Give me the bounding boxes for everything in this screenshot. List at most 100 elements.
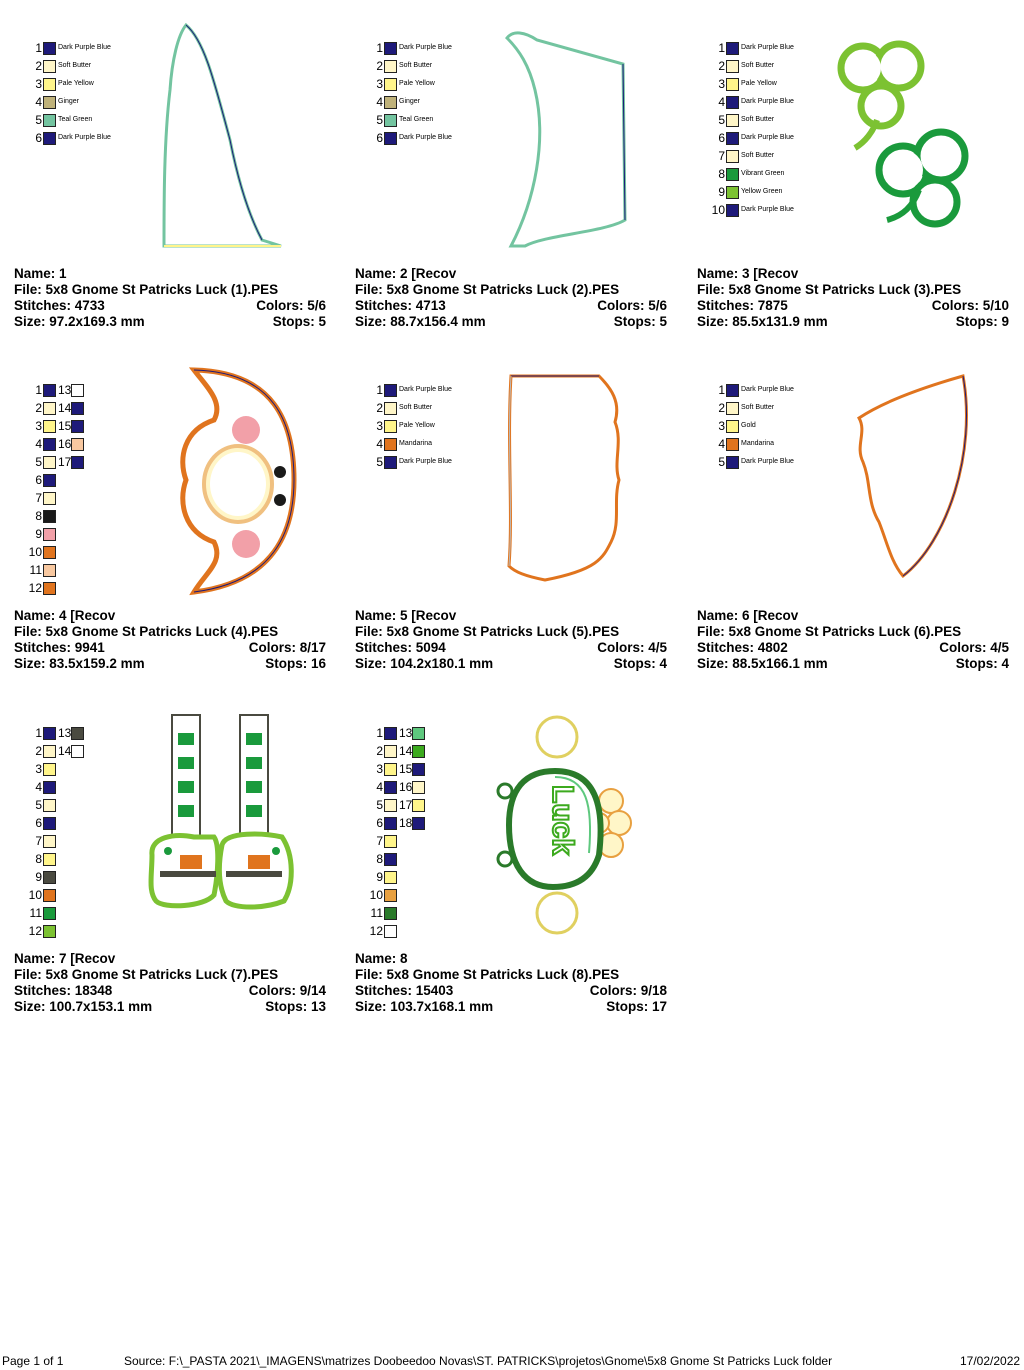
legend-number: 15 [399,762,413,776]
legend-number: 9 [376,870,383,884]
legend-number: 3 [376,762,383,776]
legend-color-name: Dark Purple Blue [399,134,452,141]
design-size: Size: 97.2x169.3 mm [14,314,145,329]
legend-color-name: Dark Purple Blue [58,44,111,51]
design-stitches: Stitches: 15403 [355,983,454,998]
legend-number: 1 [718,383,725,397]
design-preview-5 [507,374,621,582]
legend-number: 18 [399,816,413,830]
legend-number: 4 [35,95,42,109]
design-preview-7 [148,714,294,910]
legend-number: 7 [35,491,42,505]
legend-number: 5 [376,455,383,469]
design-preview-6 [857,374,968,579]
legend-color-name: Soft Butter [741,116,775,123]
color-swatch [71,745,84,758]
legend-number: 11 [29,906,42,920]
design-stops: Stops: 4 [955,656,1009,671]
legend-number: 5 [718,113,725,127]
color-swatch [384,799,397,812]
footer-source: Source: F:\_PASTA 2021\_IMAGENS\matrizes… [124,1354,833,1368]
legend-number: 3 [376,419,383,433]
design-file: File: 5x8 Gnome St Patricks Luck (2).PES [355,282,620,297]
legend-number: 4 [376,437,383,451]
legend-number: 2 [35,401,42,415]
legend-number: 1 [376,726,383,740]
design-preview-1 [162,22,282,248]
color-swatch [384,438,397,451]
color-swatch [384,402,397,415]
color-swatch [726,168,739,181]
color-swatch [384,889,397,902]
legend-color-name: Ginger [58,98,80,105]
design-file: File: 5x8 Gnome St Patricks Luck (5).PES [355,624,620,639]
design-file: File: 5x8 Gnome St Patricks Luck (4).PES [14,624,279,639]
color-swatch [43,853,56,866]
legend-number: 3 [35,762,42,776]
design-stitches: Stitches: 4802 [697,640,788,655]
legend-number: 1 [718,41,725,55]
color-swatch [412,781,425,794]
legend-number: 14 [58,744,72,758]
legend-number: 3 [718,77,725,91]
color-swatch [726,78,739,91]
legend-number: 13 [58,726,72,740]
color-swatch [43,907,56,920]
legend-color-name: Soft Butter [399,404,433,411]
color-swatch [71,384,84,397]
color-swatch [726,150,739,163]
legend-number: 14 [399,744,413,758]
design-preview-8: Luck [496,715,632,935]
design-file: File: 5x8 Gnome St Patricks Luck (6).PES [697,624,962,639]
color-swatch [71,402,84,415]
legend-number: 2 [376,59,383,73]
design-stops: Stops: 16 [265,656,326,671]
legend-color-name: Dark Purple Blue [741,386,794,393]
legend-number: 9 [718,185,725,199]
legend-color-name: Soft Butter [741,62,775,69]
color-swatch [726,402,739,415]
design-stops: Stops: 9 [955,314,1009,329]
design-stitches: Stitches: 5094 [355,640,446,655]
design-colors: Colors: 9/18 [589,983,667,998]
legend-number: 4 [718,95,725,109]
design-info: Name: 2 [Recov File: 5x8 Gnome St Patric… [355,266,667,330]
color-swatch [384,835,397,848]
design-size: Size: 103.7x168.1 mm [355,999,494,1014]
legend-number: 6 [718,131,725,145]
design-name: Name: 3 [Recov [697,266,799,281]
design-size: Size: 88.7x156.4 mm [355,314,486,329]
color-swatch [384,114,397,127]
color-swatch [384,817,397,830]
design-name: Name: 8 [355,951,408,966]
color-swatch [43,546,56,559]
design-info: Name: 3 [Recov File: 5x8 Gnome St Patric… [697,266,1009,330]
color-swatch [726,384,739,397]
design-file: File: 5x8 Gnome St Patricks Luck (7).PES [14,967,279,982]
legend-number: 4 [718,437,725,451]
color-swatch [43,745,56,758]
footer-date: 17/02/2022 [960,1354,1021,1368]
design-stops: Stops: 5 [272,314,326,329]
color-swatch [726,420,739,433]
legend-number: 9 [35,870,42,884]
design-file: File: 5x8 Gnome St Patricks Luck (1).PES [14,282,279,297]
color-swatch [43,60,56,73]
legend-number: 8 [35,852,42,866]
legend-number: 2 [376,744,383,758]
legend-number: 12 [28,924,42,938]
design-info: Name: 5 [Recov File: 5x8 Gnome St Patric… [355,608,667,672]
legend-number: 15 [58,419,72,433]
color-swatch [726,42,739,55]
legend-number: 7 [35,834,42,848]
design-info: Name: 7 [Recov File: 5x8 Gnome St Patric… [14,951,326,1015]
legend-number: 17 [58,455,72,469]
color-swatch [43,781,56,794]
legend-number: 6 [376,816,383,830]
legend-color-name: Dark Purple Blue [399,44,452,51]
design-colors: Colors: 8/17 [248,640,326,655]
legend-number: 16 [399,780,413,794]
legend-color-name: Ginger [399,98,421,105]
legend-color-name: Soft Butter [741,404,775,411]
